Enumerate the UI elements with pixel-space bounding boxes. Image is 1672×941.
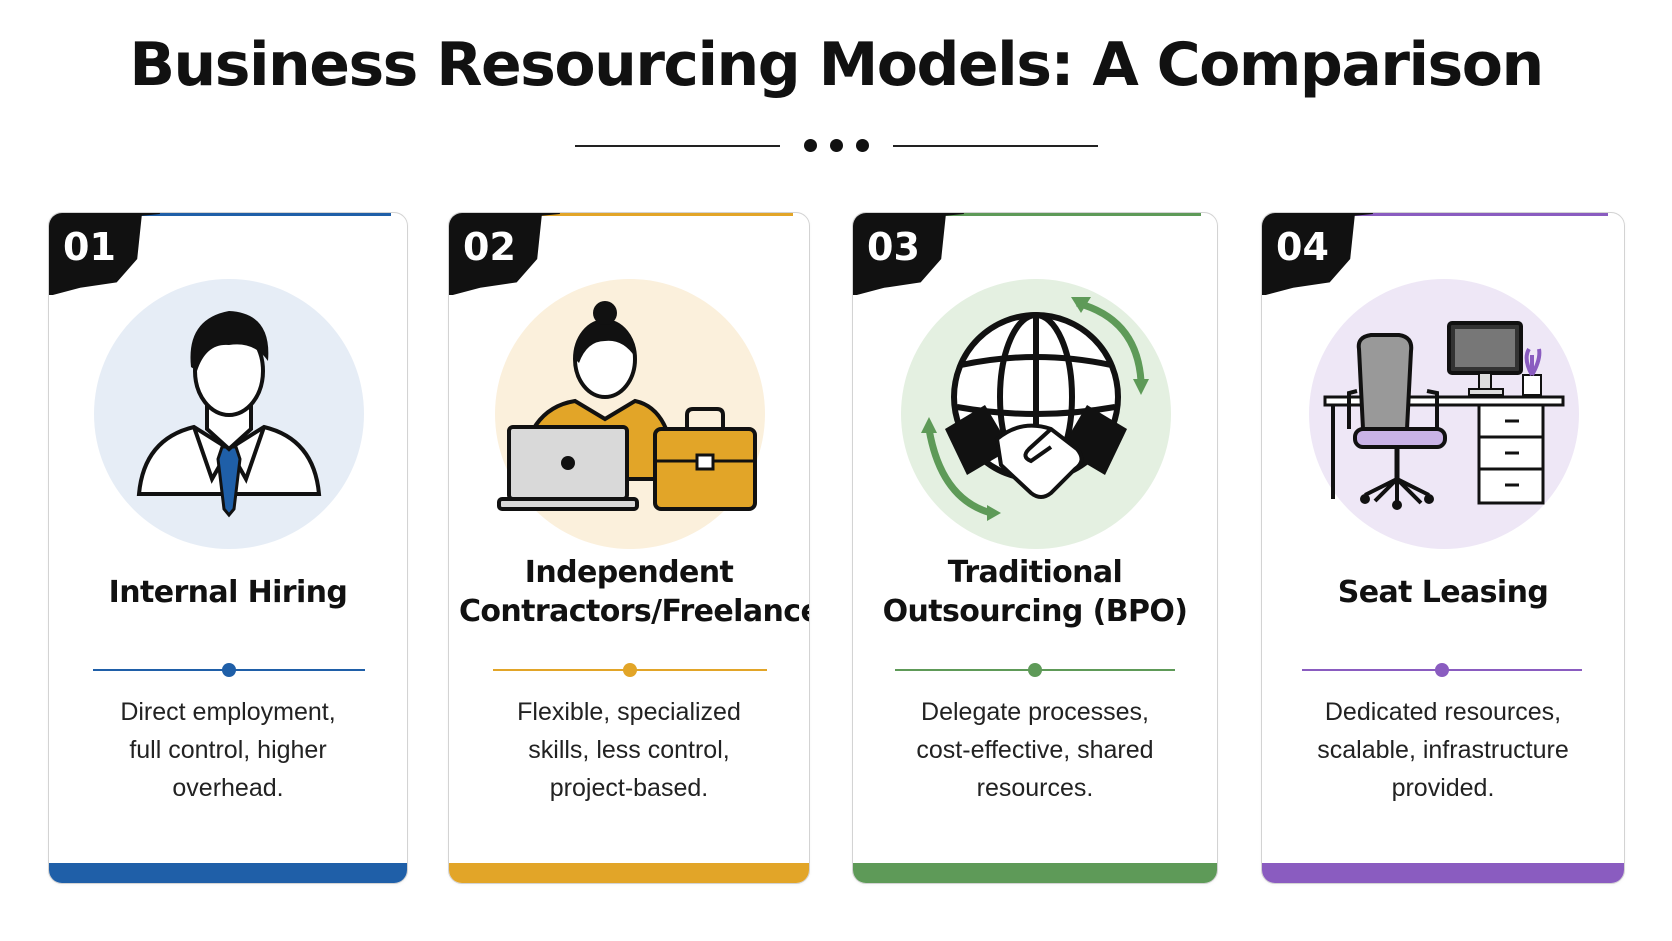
card-title: Seat Leasing xyxy=(1337,575,1549,610)
card-number: 03 xyxy=(867,225,920,269)
divider-line-left xyxy=(575,145,780,147)
divider-dot xyxy=(804,139,817,152)
card-seat-leasing: 04 Seat Leasing xyxy=(1261,212,1625,884)
card-bottom-bar xyxy=(1262,863,1624,883)
card-description: Direct employment, full control, higher … xyxy=(120,698,336,802)
card-top-accent xyxy=(1342,213,1608,216)
card-independent-contractors: 02 Independent Contractors/Freelancers F… xyxy=(448,212,810,884)
card-description: Flexible, specialized skills, less contr… xyxy=(517,698,741,802)
card-separator xyxy=(895,663,1175,677)
card-description: Delegate processes, cost-effective, shar… xyxy=(916,698,1154,802)
card-traditional-outsourcing: 03 Traditional Outsourcing (BPO) xyxy=(852,212,1218,884)
card-separator xyxy=(1302,663,1582,677)
divider-dot xyxy=(856,139,869,152)
card-top-accent xyxy=(129,213,391,216)
freelancer-laptop-briefcase-icon xyxy=(497,301,757,511)
title-divider xyxy=(0,138,1672,152)
card-number: 02 xyxy=(463,225,516,269)
card-separator xyxy=(93,663,365,677)
card-bottom-bar xyxy=(853,863,1217,883)
page-title: Business Resourcing Models: A Comparison xyxy=(129,30,1544,100)
globe-handshake-icon xyxy=(921,297,1149,521)
divider-line-right xyxy=(893,145,1098,147)
card-top-accent xyxy=(529,213,793,216)
office-desk-chair-icon xyxy=(1323,321,1565,510)
card-bottom-bar xyxy=(449,863,809,883)
card-description: Dedicated resources, scalable, infrastru… xyxy=(1317,698,1569,802)
card-number: 01 xyxy=(63,225,116,269)
card-title: Independent Contractors/Freelancers xyxy=(459,555,809,629)
card-title: Traditional Outsourcing (BPO) xyxy=(882,555,1188,629)
businessman-icon xyxy=(136,311,322,518)
card-internal-hiring: 01 Internal Hiring Direct employment, fu… xyxy=(48,212,408,884)
card-title: Internal Hiring xyxy=(108,575,348,610)
divider-dot xyxy=(830,139,843,152)
card-bottom-bar xyxy=(49,863,407,883)
card-number: 04 xyxy=(1276,225,1329,269)
card-separator xyxy=(493,663,767,677)
card-top-accent xyxy=(933,213,1201,216)
